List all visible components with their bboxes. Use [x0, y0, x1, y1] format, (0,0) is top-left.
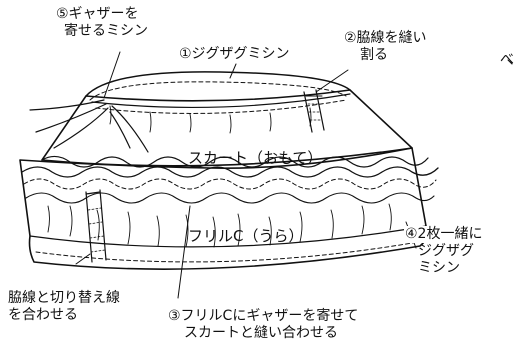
label-press-seams-open: ②脇線を縫い 割る — [344, 30, 427, 64]
skirt-hem-wave — [41, 155, 429, 168]
label-skirt-right-side: スカート（おもて） — [188, 149, 323, 167]
label-two-layer-line3: ミシン — [418, 260, 460, 276]
label-align-lines-line1: 脇線と切り替え線 — [8, 290, 120, 306]
label-zigzag-stitch: ①ジグザグミシン — [178, 46, 291, 63]
label-press-seams-line1: ②脇線を縫い — [344, 30, 427, 46]
label-two-layer-zigzag: ④2枚一緒に ジグザグ ミシン — [404, 226, 484, 277]
side-seam-right — [303, 89, 325, 133]
waist-back-edge — [85, 71, 351, 97]
label-attach-frill: ③フリルCにギャザーを寄せて スカートと縫い合わせる — [168, 308, 358, 342]
label-edge-fragment: べ — [500, 52, 514, 68]
leader-gather-stitch — [103, 51, 121, 99]
label-gather-stitch-line1: ⑤ギャザーを — [56, 6, 139, 22]
edge-marker — [507, 59, 513, 65]
label-frill-c-wrong-side: フリルC（うら） — [188, 227, 304, 245]
frill-gathers — [47, 203, 392, 248]
label-gather-stitch: ⑤ギャザーを 寄せるミシン — [56, 6, 148, 40]
frill-hem-edge — [29, 225, 427, 248]
frill-top-wave — [21, 166, 439, 178]
label-press-seams-line2: 割る — [360, 47, 388, 63]
gather-threads — [29, 99, 149, 153]
label-two-layer-line2: ジグザグ — [418, 243, 474, 259]
leader-zigzag — [229, 63, 237, 79]
waist-front-stitch — [95, 99, 347, 114]
label-align-lines: 脇線と切り替え線 を合わせる — [8, 290, 120, 324]
leader-press-seams — [315, 69, 349, 93]
waist-gather-stitch-back — [89, 81, 347, 101]
side-seam-left — [85, 189, 107, 263]
frill-top-wave-2 — [25, 192, 435, 204]
label-gather-stitch-line2: 寄せるミシン — [64, 23, 148, 39]
label-two-layer-line1: ④2枚一緒に — [404, 226, 484, 243]
waist-front-edge — [91, 93, 351, 109]
leader-attach-frill — [177, 205, 191, 299]
frill-top-wave-stitch — [23, 178, 437, 190]
label-attach-frill-line1: ③フリルCにギャザーを寄せて — [168, 308, 359, 324]
label-attach-frill-line2: スカートと縫い合わせる — [184, 325, 338, 341]
label-align-lines-line2: を合わせる — [8, 307, 78, 323]
leader-align-lines — [75, 253, 91, 265]
